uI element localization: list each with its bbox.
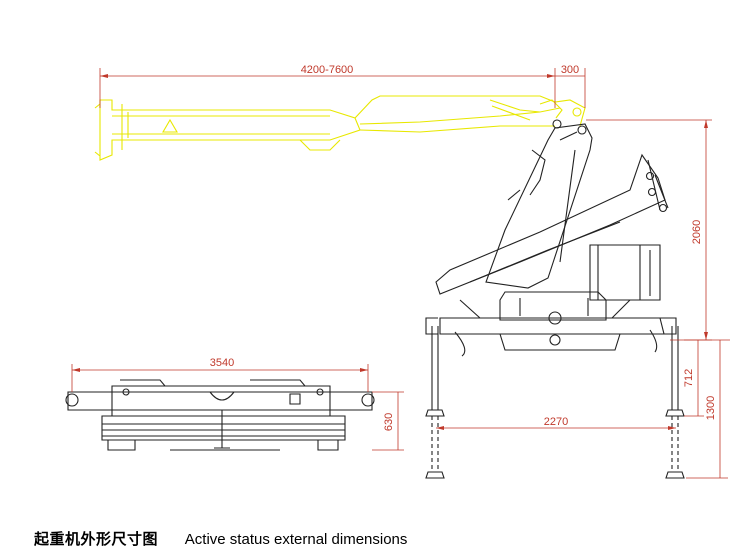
caption-chinese: 起重机外形尺寸图	[34, 530, 159, 548]
figure-caption: 起重机外形尺寸图 Active status external dimensio…	[34, 528, 407, 549]
dimension-lines	[71, 68, 730, 479]
extended-boom-outline	[94, 95, 586, 161]
crane-side-view	[425, 119, 685, 479]
dim-boom-reach: 4200-7600	[301, 64, 354, 76]
dim-top-width: 3540	[210, 357, 234, 369]
dim-leg-lower: 712	[683, 369, 695, 387]
caption-english: Active status external dimensions	[184, 531, 408, 548]
crane-top-view	[65, 379, 375, 451]
dimension-arrows	[72, 74, 708, 430]
dim-height-total: 2060	[691, 220, 703, 244]
dim-overhang: 300	[561, 64, 579, 76]
dim-leg-span: 2270	[544, 416, 568, 428]
dim-leg-total: 1300	[705, 396, 717, 420]
dim-top-depth: 630	[383, 413, 395, 431]
